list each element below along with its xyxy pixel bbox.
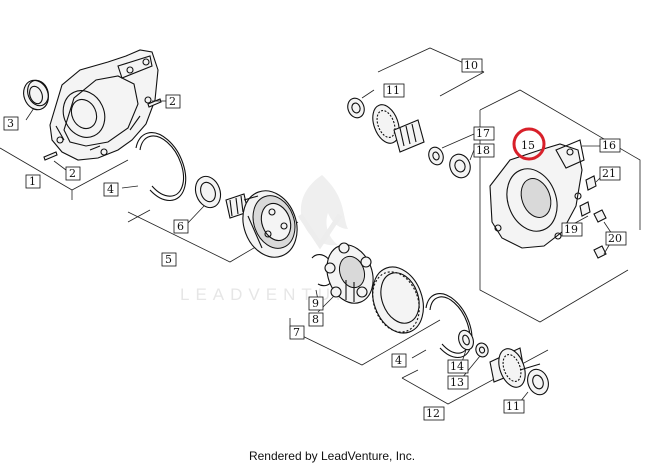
callout-13[interactable]: 13 bbox=[447, 375, 469, 390]
callout-8[interactable]: 8 bbox=[308, 312, 324, 327]
callout-3[interactable]: 3 bbox=[3, 116, 19, 131]
svg-text:1: 1 bbox=[29, 175, 36, 188]
part-14-washer bbox=[458, 329, 474, 351]
svg-text:6: 6 bbox=[177, 220, 184, 233]
callout-4-right[interactable]: 4 bbox=[391, 353, 407, 368]
part-13-bushing bbox=[475, 342, 489, 358]
callout-15-highlighted[interactable]: 15 bbox=[512, 127, 546, 161]
callout-16[interactable]: 16 bbox=[599, 138, 621, 153]
svg-text:16: 16 bbox=[602, 139, 616, 152]
callout-12[interactable]: 12 bbox=[423, 406, 445, 421]
svg-text:2: 2 bbox=[169, 95, 176, 108]
svg-text:10: 10 bbox=[464, 59, 478, 72]
callout-19[interactable]: 19 bbox=[561, 222, 583, 237]
svg-text:7: 7 bbox=[293, 326, 300, 339]
part-11-bearing-lower bbox=[527, 368, 549, 396]
callout-5[interactable]: 5 bbox=[161, 252, 177, 267]
svg-text:18: 18 bbox=[476, 144, 490, 157]
part-20-nut-lower bbox=[593, 245, 607, 259]
callout-11-upper[interactable]: 11 bbox=[383, 83, 405, 98]
part-3-seal bbox=[23, 79, 49, 111]
callout-1[interactable]: 1 bbox=[25, 174, 41, 189]
part-21-bolt bbox=[585, 175, 597, 191]
part-4-snap-ring-left bbox=[135, 132, 187, 202]
svg-text:20: 20 bbox=[608, 232, 622, 245]
svg-text:11: 11 bbox=[506, 400, 520, 413]
svg-text:13: 13 bbox=[450, 376, 464, 389]
svg-text:9: 9 bbox=[312, 297, 319, 310]
part-12-gear-shaft bbox=[489, 347, 541, 388]
callout-14[interactable]: 14 bbox=[447, 359, 469, 374]
callout-4-left[interactable]: 4 bbox=[103, 182, 119, 197]
callout-10[interactable]: 10 bbox=[461, 58, 483, 73]
part-1-housing bbox=[49, 49, 159, 161]
part-2-dowel-pin-lower bbox=[43, 151, 58, 161]
callout-2-lower[interactable]: 2 bbox=[65, 166, 81, 181]
part-11-bearing-upper bbox=[347, 97, 365, 119]
part-6-bearing bbox=[194, 175, 222, 209]
svg-text:11: 11 bbox=[386, 84, 400, 97]
part-19-bolt bbox=[579, 201, 591, 217]
svg-text:3: 3 bbox=[7, 117, 14, 130]
svg-text:17: 17 bbox=[476, 127, 490, 140]
callout-11-lower[interactable]: 11 bbox=[503, 399, 525, 414]
svg-text:2: 2 bbox=[69, 167, 76, 180]
svg-text:19: 19 bbox=[564, 223, 578, 236]
part-16-cover-housing bbox=[489, 139, 585, 249]
part-18-bearing bbox=[449, 153, 471, 179]
callout-2-upper[interactable]: 2 bbox=[165, 94, 181, 109]
part-5-output-shaft bbox=[225, 190, 298, 258]
part-10-pinion-gear bbox=[372, 104, 425, 153]
svg-text:4: 4 bbox=[107, 183, 114, 196]
svg-text:5: 5 bbox=[165, 253, 172, 266]
highlight-circle bbox=[512, 127, 546, 161]
callout-20[interactable]: 20 bbox=[605, 231, 627, 246]
callout-9[interactable]: 9 bbox=[308, 296, 324, 311]
callout-17[interactable]: 17 bbox=[473, 126, 495, 141]
footer-credit: Rendered by LeadVenture, Inc. bbox=[248, 449, 416, 463]
svg-text:15: 15 bbox=[521, 139, 535, 152]
svg-text:12: 12 bbox=[426, 407, 440, 420]
svg-text:21: 21 bbox=[602, 167, 616, 180]
callout-7[interactable]: 7 bbox=[289, 325, 305, 340]
part-4-snap-ring-right bbox=[425, 293, 473, 358]
part-17-washer bbox=[428, 146, 444, 166]
callout-6[interactable]: 6 bbox=[173, 219, 189, 234]
callout-18[interactable]: 18 bbox=[473, 143, 495, 158]
svg-text:4: 4 bbox=[395, 354, 402, 367]
part-20-nut-upper bbox=[593, 209, 607, 223]
svg-text:14: 14 bbox=[450, 360, 464, 373]
part-8-planet-carrier bbox=[324, 242, 374, 304]
callout-21[interactable]: 21 bbox=[599, 166, 621, 181]
svg-text:8: 8 bbox=[312, 313, 319, 326]
part-7-ring-gear bbox=[372, 266, 424, 334]
